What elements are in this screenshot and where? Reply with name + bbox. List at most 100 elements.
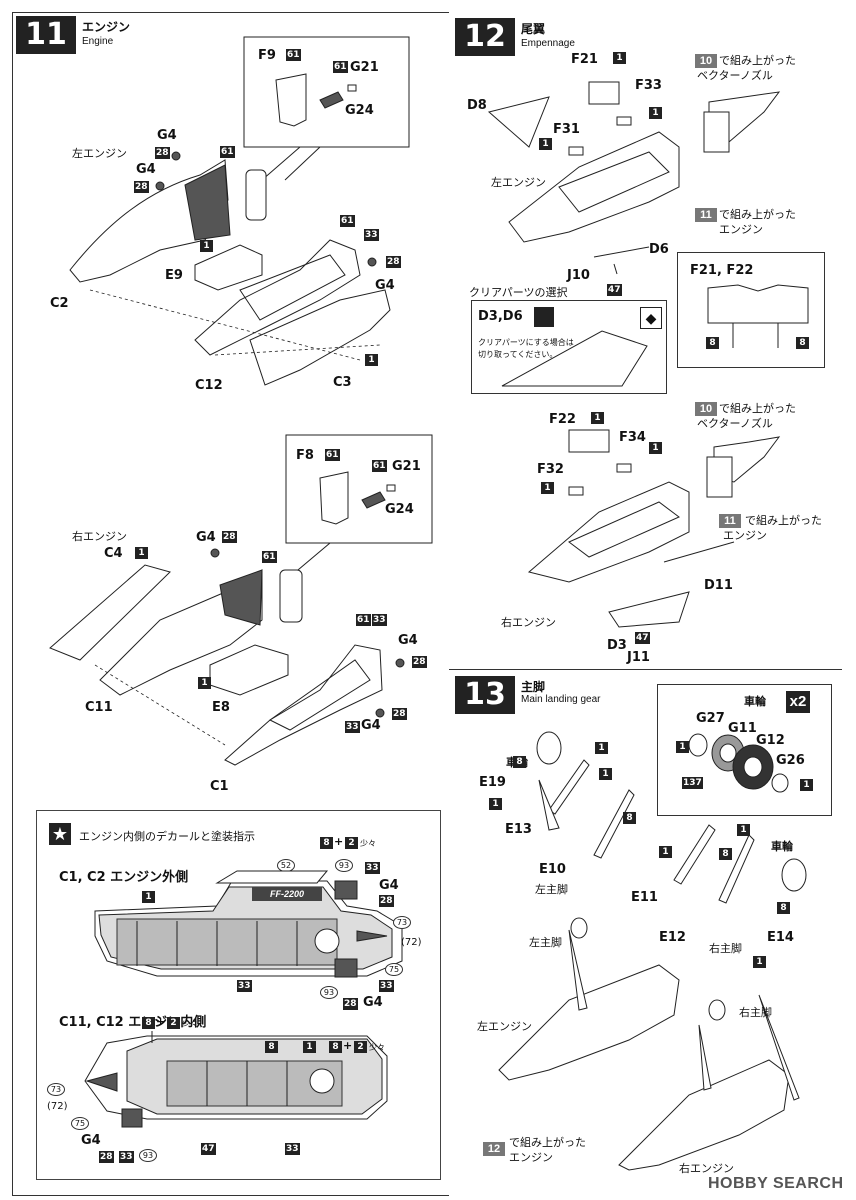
left-gear-label: 左主脚 — [529, 936, 562, 949]
right-gear-label: 右主脚 — [709, 942, 742, 955]
code-1: 1 — [599, 768, 612, 780]
code-28: 28 — [155, 147, 170, 159]
part-label-g4: G4 — [398, 633, 418, 648]
part-label-g4: G4 — [379, 878, 399, 893]
code-8: 8 — [719, 848, 732, 860]
code-1: 1 — [489, 798, 502, 810]
part-label-f21: F21 — [571, 52, 598, 67]
part-label-e11: E11 — [631, 890, 658, 905]
part-label-g4: G4 — [157, 128, 177, 143]
decal-93: 93 — [335, 859, 353, 872]
mix-note: 少々 — [360, 839, 376, 848]
part-label-c4: C4 — [104, 546, 123, 561]
note-11b: エンジン — [723, 529, 767, 542]
part-label-e9: E9 — [165, 268, 183, 283]
f21-f22-box: F21, F22 8 8 — [677, 252, 825, 368]
part-label-g4: G4 — [375, 278, 395, 293]
note-11a: で組み上がった — [745, 514, 822, 527]
part-label-f31: F31 — [553, 122, 580, 137]
mix-note: 少々 — [369, 1043, 385, 1052]
clear-parts-box: D3,D6 ◆ クリアパーツにする場合は 切り取ってください。 — [471, 300, 667, 394]
decal-93: 93 — [139, 1149, 157, 1162]
code-28: 28 — [392, 708, 407, 720]
part-label-g21: G21 — [350, 60, 379, 75]
part-label-g4: G4 — [361, 718, 381, 733]
part-label-d11: D11 — [704, 578, 733, 593]
code-1: 1 — [135, 547, 148, 559]
note-12a: で組み上がった — [509, 1136, 586, 1149]
clear-note-1: クリアパーツにする場合は — [478, 338, 574, 347]
code-1: 1 — [800, 779, 813, 791]
code-1: 1 — [541, 482, 554, 494]
code-1: 1 — [649, 442, 662, 454]
f21-f22-drawing — [707, 284, 809, 348]
decal-73: 73 — [393, 916, 411, 929]
code-61: 61 — [372, 460, 387, 472]
note-11b: エンジン — [719, 223, 763, 236]
clear-heading: クリアパーツの選択 — [469, 286, 568, 299]
step-number: 12 — [455, 18, 515, 56]
wheel-inset: 車輪 x2 G27 G11 G12 G26 1 137 1 — [657, 684, 832, 816]
mix-label: + — [334, 835, 344, 848]
clear-parts-label: D3,D6 — [478, 309, 523, 324]
code-33: 33 — [379, 980, 394, 992]
note-11a: で組み上がった — [719, 208, 796, 221]
part-label-g26: G26 — [776, 753, 805, 768]
part-label-c11: C11 — [85, 700, 113, 715]
code-61: 61 — [356, 614, 371, 626]
code-33: 33 — [285, 1143, 300, 1155]
code-33: 33 — [345, 721, 360, 733]
step-ref-10: 10 — [695, 54, 717, 68]
code-1: 1 — [659, 846, 672, 858]
code-47: 47 — [607, 284, 622, 296]
right-engine-label: 右エンジン — [501, 616, 556, 629]
code-1: 1 — [539, 138, 552, 150]
step-ref-11: 11 — [695, 208, 717, 222]
part-label-g24: G24 — [345, 103, 374, 118]
part-label-d6: D6 — [649, 242, 669, 257]
code-1: 1 — [142, 891, 155, 903]
code-1: 1 — [753, 956, 766, 968]
step-number: 11 — [16, 16, 76, 54]
part-label-e10: E10 — [539, 862, 566, 877]
star-icon: ★ — [49, 823, 71, 845]
decal-93: 93 — [320, 986, 338, 999]
code-8: 8 — [142, 1017, 155, 1029]
code-28: 28 — [222, 531, 237, 543]
code-1: 1 — [198, 677, 211, 689]
part-label-g12: G12 — [756, 733, 785, 748]
step-title: 尾翼 — [521, 22, 546, 36]
step-ref-12: 12 — [483, 1142, 505, 1156]
part-label-g27: G27 — [696, 711, 725, 726]
code-28: 28 — [343, 998, 358, 1010]
step-subtitle: Empennage — [521, 38, 575, 49]
code-2: 2 — [354, 1041, 367, 1053]
mix-plus: + — [343, 1039, 353, 1052]
decal-instructions-panel: ★ エンジン内側のデカールと塗装指示 8 + 2 少々 52 93 33 G4 … — [36, 810, 441, 1180]
part-label-e14: E14 — [767, 930, 794, 945]
outer-side-label: C1, C2 エンジン外側 — [59, 870, 189, 885]
code-61: 61 — [220, 146, 235, 158]
part-label-f8: F8 — [296, 448, 314, 463]
step-13-drawing — [498, 731, 807, 1171]
code-1: 1 — [591, 412, 604, 424]
part-label-d8: D8 — [467, 98, 487, 113]
code-28: 28 — [134, 181, 149, 193]
part-label-g4: G4 — [196, 530, 216, 545]
part-label-d3: D3 — [607, 638, 627, 653]
part-label-j11: J11 — [627, 650, 650, 665]
mix-note: 少々 — [182, 1019, 198, 1028]
decal-drawing — [84, 870, 403, 1128]
arrow-icon: ◆ — [640, 307, 662, 329]
right-engine-label: 右エンジン — [679, 1162, 734, 1175]
left-engine-label: 左エンジン — [491, 176, 546, 189]
wheel-label: 車輪 — [771, 840, 793, 853]
step-ref-11: 11 — [719, 514, 741, 528]
code-1: 1 — [303, 1041, 316, 1053]
decal-75: 75 — [385, 963, 403, 976]
code-33: 33 — [365, 862, 380, 874]
part-label-e19: E19 — [479, 775, 506, 790]
note-10a: で組み上がった — [719, 402, 796, 415]
step-subtitle: Engine — [82, 36, 114, 47]
code-1: 1 — [595, 742, 608, 754]
